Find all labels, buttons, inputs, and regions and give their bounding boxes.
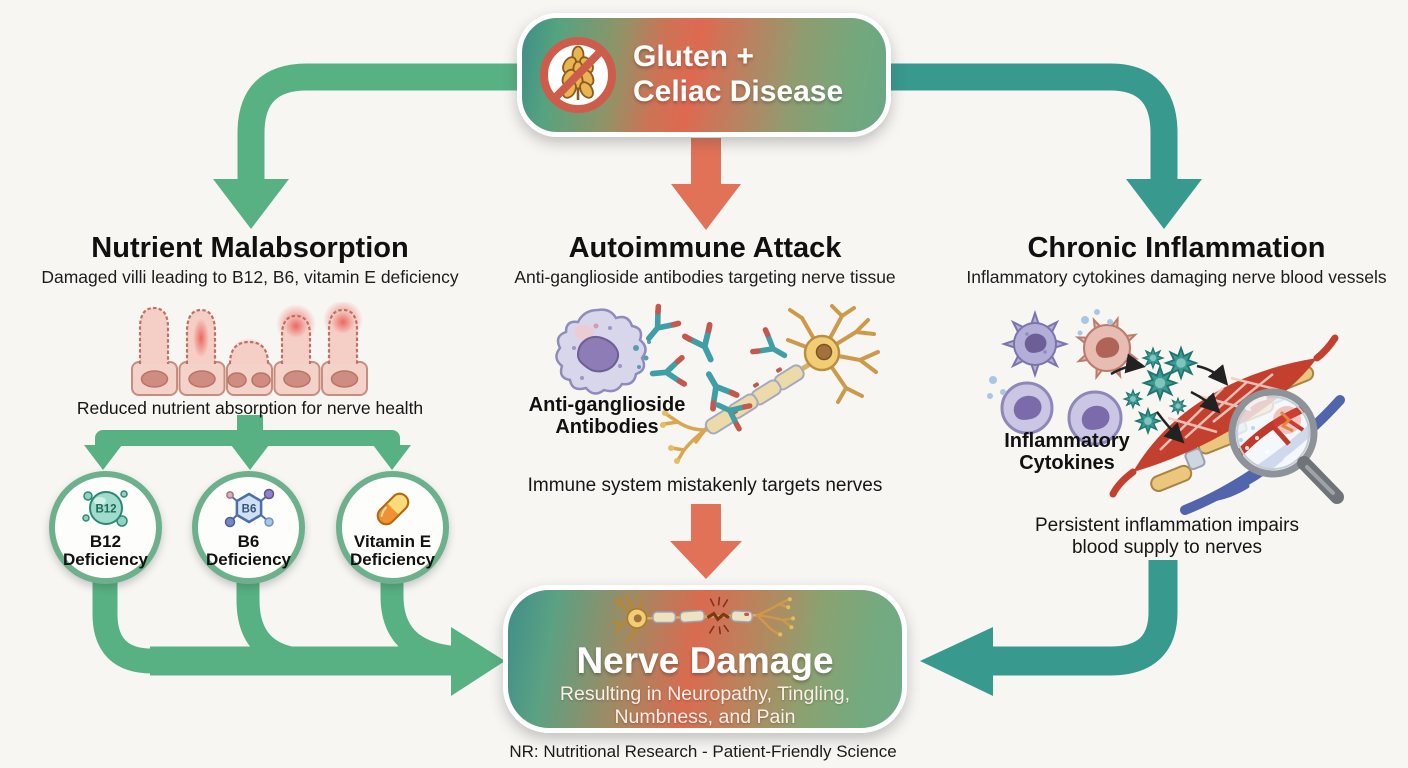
malabsorption-title: Nutrient Malabsorption	[91, 232, 409, 264]
nerve-damage-title: Nerve Damage	[576, 640, 834, 682]
magnifier	[1228, 388, 1344, 504]
arrow-autoimmune-to-nerve-damage	[670, 504, 742, 579]
inflammatory-cells	[987, 309, 1139, 446]
cytokine-arrows	[1110, 353, 1229, 444]
target-neuron	[660, 304, 880, 464]
autoimmune-subtitle: Anti-ganglioside antibodies targeting ne…	[514, 267, 896, 288]
inflammation-subtitle: Inflammatory cytokines damaging nerve bl…	[966, 267, 1387, 288]
antibodies-label: Anti-ganglioside Antibodies	[528, 394, 686, 439]
damaged-villi-illustration	[131, 302, 368, 396]
vitamin-e-node-label: Vitamin E Deficiency	[349, 531, 436, 569]
autoimmune-caption: Immune system mistakenly targets nerves	[527, 475, 883, 496]
arrow-gluten-to-inflammation	[887, 63, 1202, 229]
b12-molecule-icon: B12	[81, 490, 128, 527]
secreted-dots	[633, 340, 651, 369]
autoimmune-header: Autoimmune Attack Anti-ganglioside antib…	[490, 233, 920, 288]
immune-cell	[555, 308, 647, 395]
b12-node-label: B12 Deficiency	[62, 531, 149, 569]
malabsorption-caption: Reduced nutrient absorption for nerve he…	[76, 398, 424, 418]
arrow-gluten-to-malabsorption	[213, 63, 521, 229]
nerve-damage-subtitle: Resulting in Neuropathy, Tingling, Numbn…	[559, 683, 851, 728]
damaged-neuron-icon	[611, 596, 796, 643]
vitamin-e-deficiency-node: Vitamin E Deficiency	[336, 471, 449, 584]
b6-molecule-icon: B6	[224, 488, 274, 528]
arrow-deficiencies-to-nerve-damage	[92, 579, 505, 696]
b6-deficiency-node: B6 B6 Deficiency	[192, 471, 305, 584]
inflammation-illustration	[987, 309, 1345, 515]
cytokines-label: Inflammatory Cytokines	[1004, 430, 1130, 475]
inflammation-caption: Persistent inflammation impairs blood su…	[1035, 515, 1299, 558]
malabsorption-header: Nutrient Malabsorption Damaged villi lea…	[30, 233, 470, 288]
arrow-gluten-to-autoimmune	[671, 138, 741, 230]
footer-credit: NR: Nutritional Research - Patient-Frien…	[509, 742, 897, 761]
inflammation-header: Chronic Inflammation Inflammatory cytoki…	[945, 233, 1408, 288]
autoimmune-illustration	[555, 302, 880, 464]
malabsorption-subtitle: Damaged villi leading to B12, B6, vitami…	[41, 267, 459, 288]
arrow-split-to-deficiencies	[84, 415, 411, 470]
b6-node-label: B6 Deficiency	[205, 531, 292, 569]
no-gluten-icon	[540, 37, 616, 113]
inflammation-title: Chronic Inflammation	[1027, 232, 1326, 264]
source-title: Gluten + Celiac Disease	[633, 40, 844, 108]
svg-text:B6: B6	[241, 503, 256, 515]
nerve-damage-box: Nerve Damage Resulting in Neuropathy, Ti…	[503, 585, 907, 733]
b12-deficiency-node: B12 B12 Deficiency	[49, 471, 162, 584]
gluten-celiac-box: Gluten + Celiac Disease	[517, 13, 891, 137]
arrow-inflammation-to-nerve-damage	[920, 560, 1178, 696]
vitamin-e-capsule-icon	[376, 492, 409, 526]
svg-text:B12: B12	[95, 503, 116, 515]
autoimmune-title: Autoimmune Attack	[568, 232, 842, 264]
